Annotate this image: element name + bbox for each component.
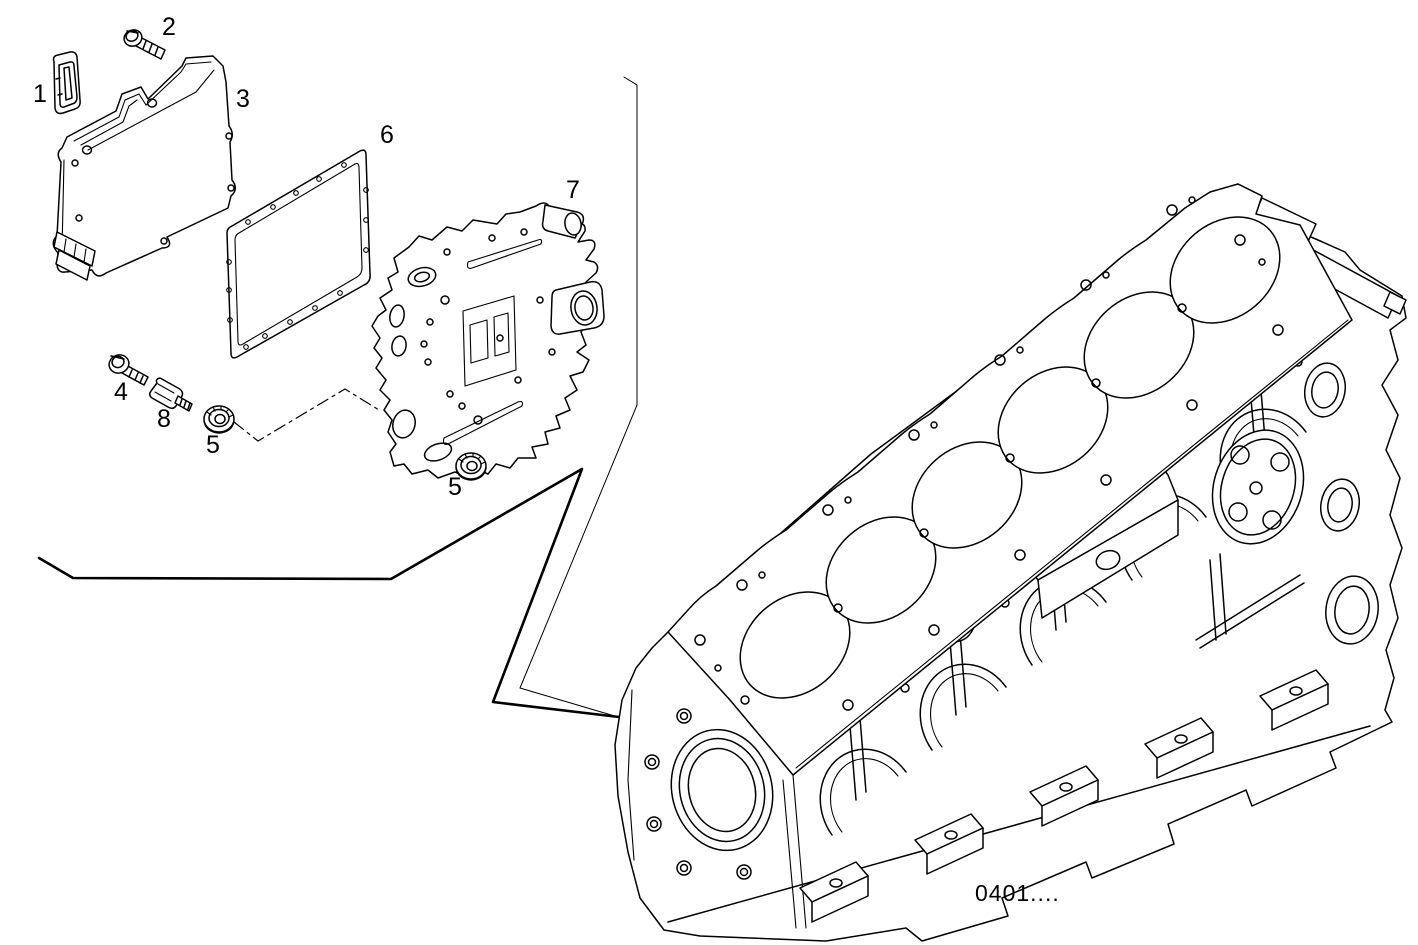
part-6-gasket [226,149,371,359]
callout-label-1: 1 [33,80,47,108]
callout-label-5b: 5 [448,473,462,501]
part-5-grommet-left [203,405,235,434]
part-3-control-unit [52,55,236,281]
callout-label-8: 8 [157,405,171,433]
callout-label-4: 4 [114,378,128,406]
callout-label-2: 2 [162,13,176,41]
cylinder-bores [739,216,1281,699]
part-4-bolt [108,354,149,386]
callout-label-5a: 5 [206,431,220,459]
part-7-mounting-plate [371,202,605,479]
callout-label-3: 3 [236,85,250,113]
deck-holes [694,196,1284,711]
part-5-grommet-lower [455,452,487,481]
callout-labels: 1 2 3 4 5 5 6 7 8 [33,13,580,501]
callout-label-7: 7 [566,176,580,204]
part-1-connector-cover [52,51,81,115]
callout-label-6: 6 [380,121,394,149]
leader-dashdot-line [233,388,380,442]
crank-seal-rings [670,728,774,852]
bottom-feet [667,669,1371,923]
part-2-screw [123,29,166,60]
callout-pointer-thick-line [37,467,621,719]
part-8-spacer [148,377,193,412]
engine-block-drawing [614,183,1407,942]
flywheel-face [627,631,807,929]
callout-boundary-thin-line [519,76,638,718]
reference-code: 0401.... [975,880,1060,906]
